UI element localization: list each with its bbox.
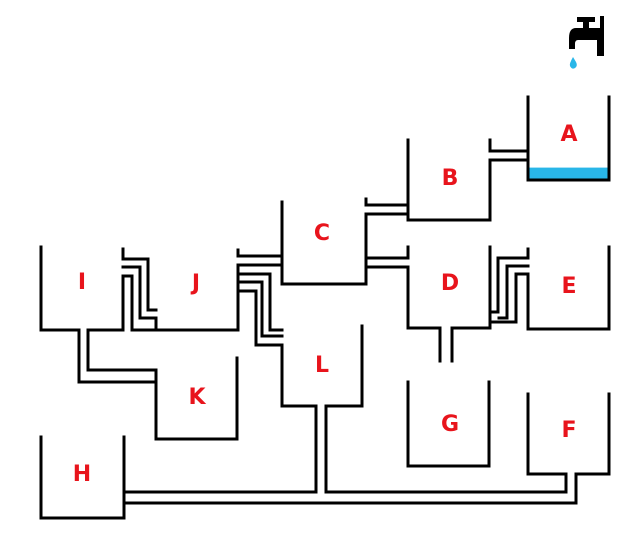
tank-a xyxy=(526,95,611,182)
pipe-a-b xyxy=(488,138,530,222)
tank-label-f: F xyxy=(561,418,576,443)
tank-k xyxy=(154,356,239,441)
tank-l xyxy=(122,289,318,494)
pipe-j-i xyxy=(121,247,158,332)
tank-d xyxy=(406,245,492,363)
tank-label-c: C xyxy=(314,221,330,246)
tank-label-k: K xyxy=(188,385,206,410)
tank-label-h: H xyxy=(73,462,91,487)
tank-label-b: B xyxy=(442,166,459,191)
tank-label-i: I xyxy=(78,270,86,295)
water-tap-icon xyxy=(569,16,604,56)
tank-label-j: J xyxy=(190,271,200,296)
tank-label-e: E xyxy=(561,274,576,299)
pipe-d-e xyxy=(488,247,530,331)
tank-g xyxy=(406,380,491,468)
tank-label-g: G xyxy=(441,412,459,437)
tank-b xyxy=(406,138,492,222)
tank-a-water xyxy=(529,167,609,180)
tank-i xyxy=(39,245,158,384)
tank-h xyxy=(39,435,126,520)
pipe-c-d xyxy=(364,245,442,363)
tank-label-d: D xyxy=(441,271,459,296)
tank-e xyxy=(526,245,611,331)
tank-label-l: L xyxy=(315,353,329,378)
water-drop-icon xyxy=(569,57,577,69)
pipe-c-j xyxy=(236,248,284,267)
tank-c xyxy=(280,200,368,286)
tank-label-a: A xyxy=(560,122,577,147)
pipe-b-c xyxy=(364,197,410,286)
pipe-j-l xyxy=(236,272,284,338)
